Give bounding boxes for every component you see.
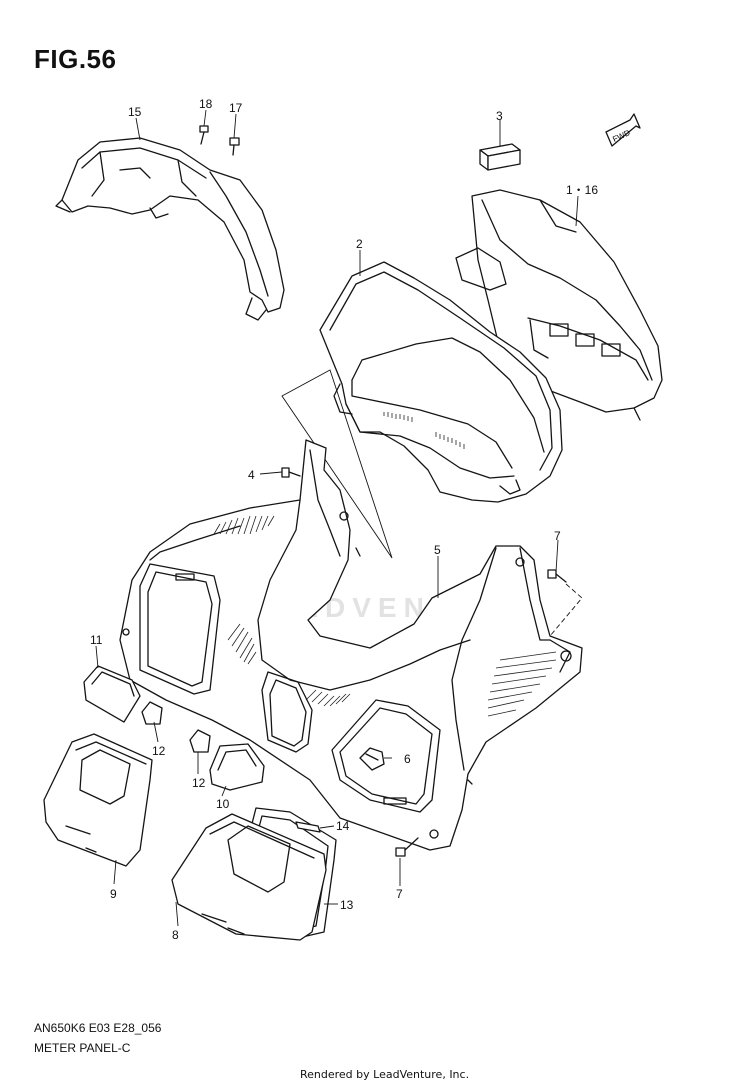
callout-11: 11 bbox=[90, 633, 103, 647]
part-5-front-panel[interactable] bbox=[120, 440, 582, 850]
part-7-screw-upper-icon[interactable] bbox=[548, 570, 566, 582]
part-17-screw-icon[interactable] bbox=[230, 138, 239, 155]
part-15-meter-cover[interactable] bbox=[56, 138, 284, 320]
callout-3: 3 bbox=[496, 109, 503, 123]
diagram-part-name: METER PANEL-C bbox=[34, 1041, 131, 1055]
callout-leader-lines bbox=[96, 110, 578, 926]
callout-8: 8 bbox=[172, 928, 179, 942]
callout-5: 5 bbox=[434, 543, 441, 557]
part-2-meter-frame[interactable] bbox=[320, 262, 562, 502]
part-5-grille-center-left bbox=[228, 624, 256, 664]
callout-4: 4 bbox=[248, 468, 255, 482]
callout-7-lower: 7 bbox=[396, 887, 403, 901]
callout-2: 2 bbox=[356, 237, 363, 251]
part-6-clip-icon[interactable] bbox=[360, 748, 384, 770]
callout-12-upper: 12 bbox=[152, 744, 166, 758]
part-12-clip-upper-icon[interactable] bbox=[142, 702, 162, 724]
part-10-lid[interactable] bbox=[210, 744, 264, 790]
callout-12-lower: 12 bbox=[192, 776, 206, 790]
part-14-pin-icon[interactable] bbox=[296, 822, 320, 832]
callout-13: 13 bbox=[340, 898, 354, 912]
callout-15: 15 bbox=[128, 105, 142, 119]
part-3-block[interactable] bbox=[480, 144, 520, 170]
callout-10: 10 bbox=[216, 797, 230, 811]
part-5-grille-right bbox=[488, 652, 556, 716]
part-5-grille-left bbox=[214, 516, 274, 534]
callout-14: 14 bbox=[336, 819, 350, 833]
part-7-upper-leader bbox=[550, 584, 582, 636]
part-5-grille-center bbox=[306, 690, 350, 706]
part-9-lid-panel[interactable] bbox=[44, 734, 152, 866]
part-8-cover[interactable] bbox=[172, 814, 326, 940]
part-2-grille bbox=[384, 412, 464, 449]
part-12-clip-lower-icon[interactable] bbox=[190, 730, 210, 752]
fwd-arrow-icon: FWD bbox=[606, 114, 640, 146]
figure-title: FIG.56 bbox=[34, 44, 117, 74]
diagram-model-code: AN650K6 E03 E28_056 bbox=[34, 1021, 162, 1035]
callout-17: 17 bbox=[229, 101, 243, 115]
part-2-mount-leader bbox=[282, 370, 392, 558]
part-4-screw-icon[interactable] bbox=[282, 468, 300, 477]
rendered-by-credit: Rendered by LeadVenture, Inc. bbox=[300, 1068, 470, 1081]
callout-9: 9 bbox=[110, 887, 117, 901]
part-18-screw-icon[interactable] bbox=[200, 126, 208, 144]
callout-7-upper: 7 bbox=[554, 529, 561, 543]
callout-18: 18 bbox=[199, 97, 213, 111]
part-7-screw-lower-icon[interactable] bbox=[396, 838, 418, 856]
callout-1-16: 1・16 bbox=[566, 183, 599, 197]
callout-6: 6 bbox=[404, 752, 411, 766]
